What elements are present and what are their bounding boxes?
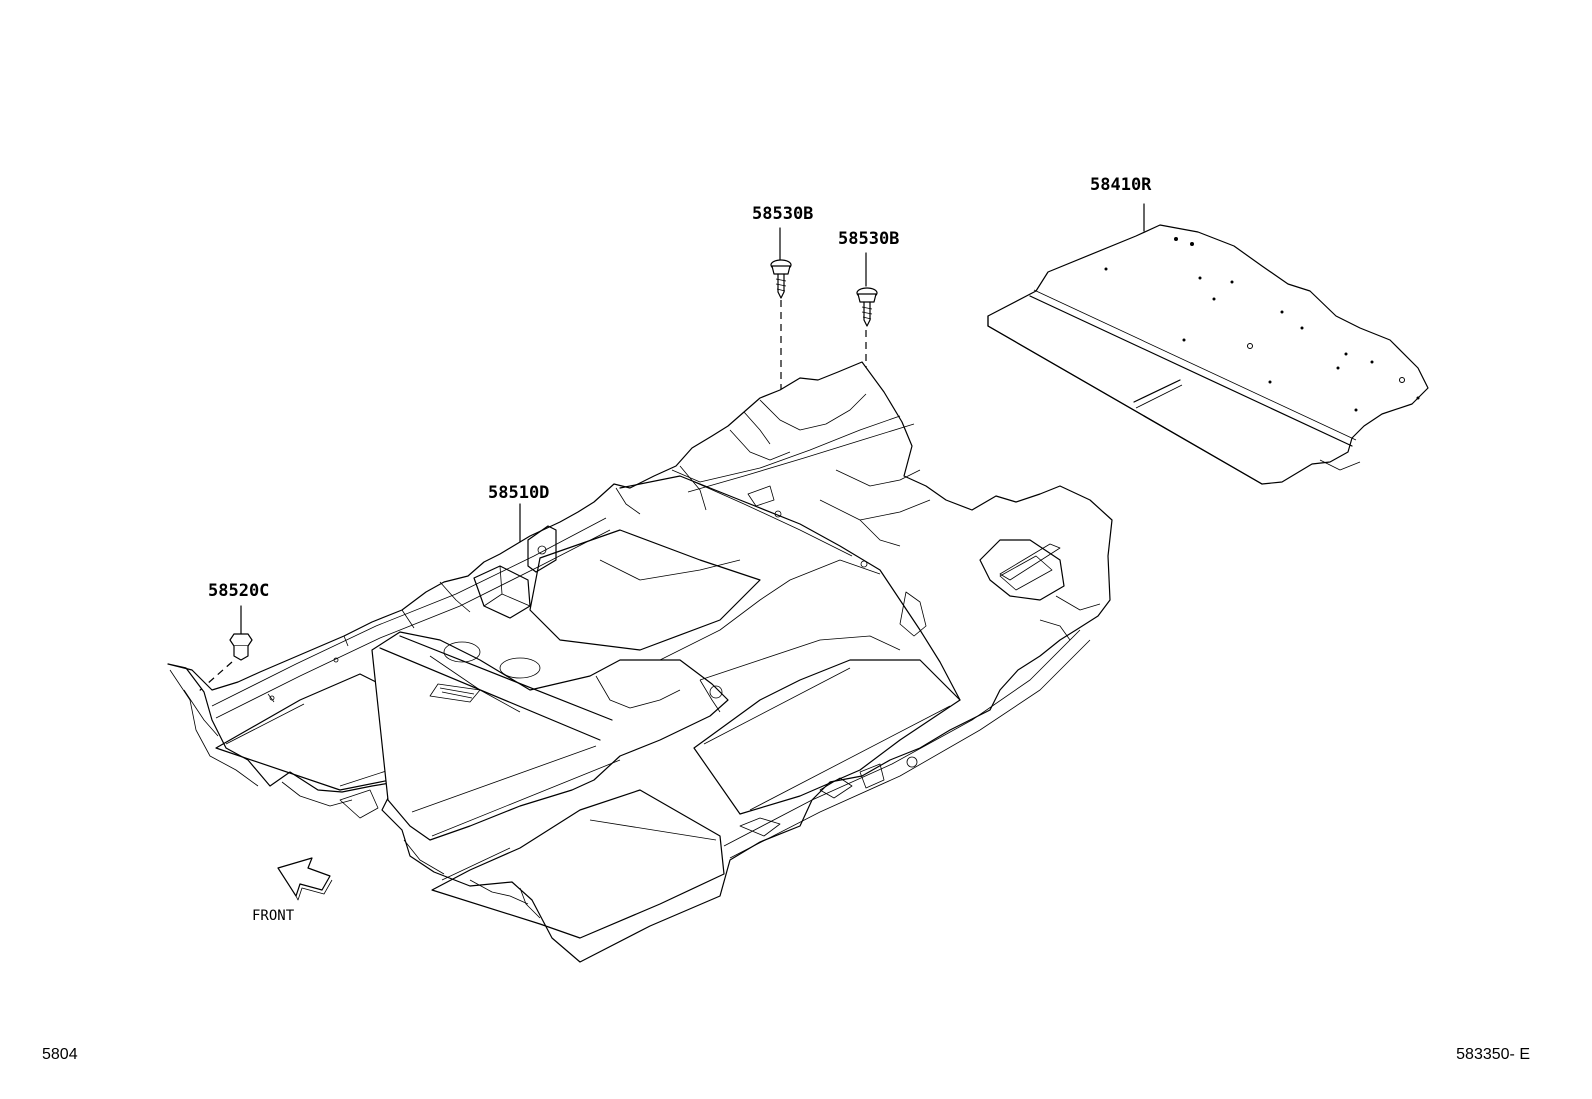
rear-floor-mat-58410r <box>987 203 1429 485</box>
footer-left-code: 5804 <box>42 1046 78 1063</box>
label-58530b-right: 58530B <box>838 229 899 249</box>
label-58520c: 58520C <box>208 581 269 601</box>
footer-right-code: 583350- E <box>1456 1046 1530 1063</box>
mat-holes <box>1104 237 1420 412</box>
label-58410r: 58410R <box>1090 175 1152 195</box>
label-58530b-left: 58530B <box>752 204 813 224</box>
floor-carpet-58510d <box>167 361 1113 963</box>
clip-58530b-left <box>770 227 792 512</box>
front-label: FRONT <box>252 908 295 924</box>
label-58510d: 58510D <box>488 483 549 503</box>
front-arrow-icon <box>277 857 333 901</box>
